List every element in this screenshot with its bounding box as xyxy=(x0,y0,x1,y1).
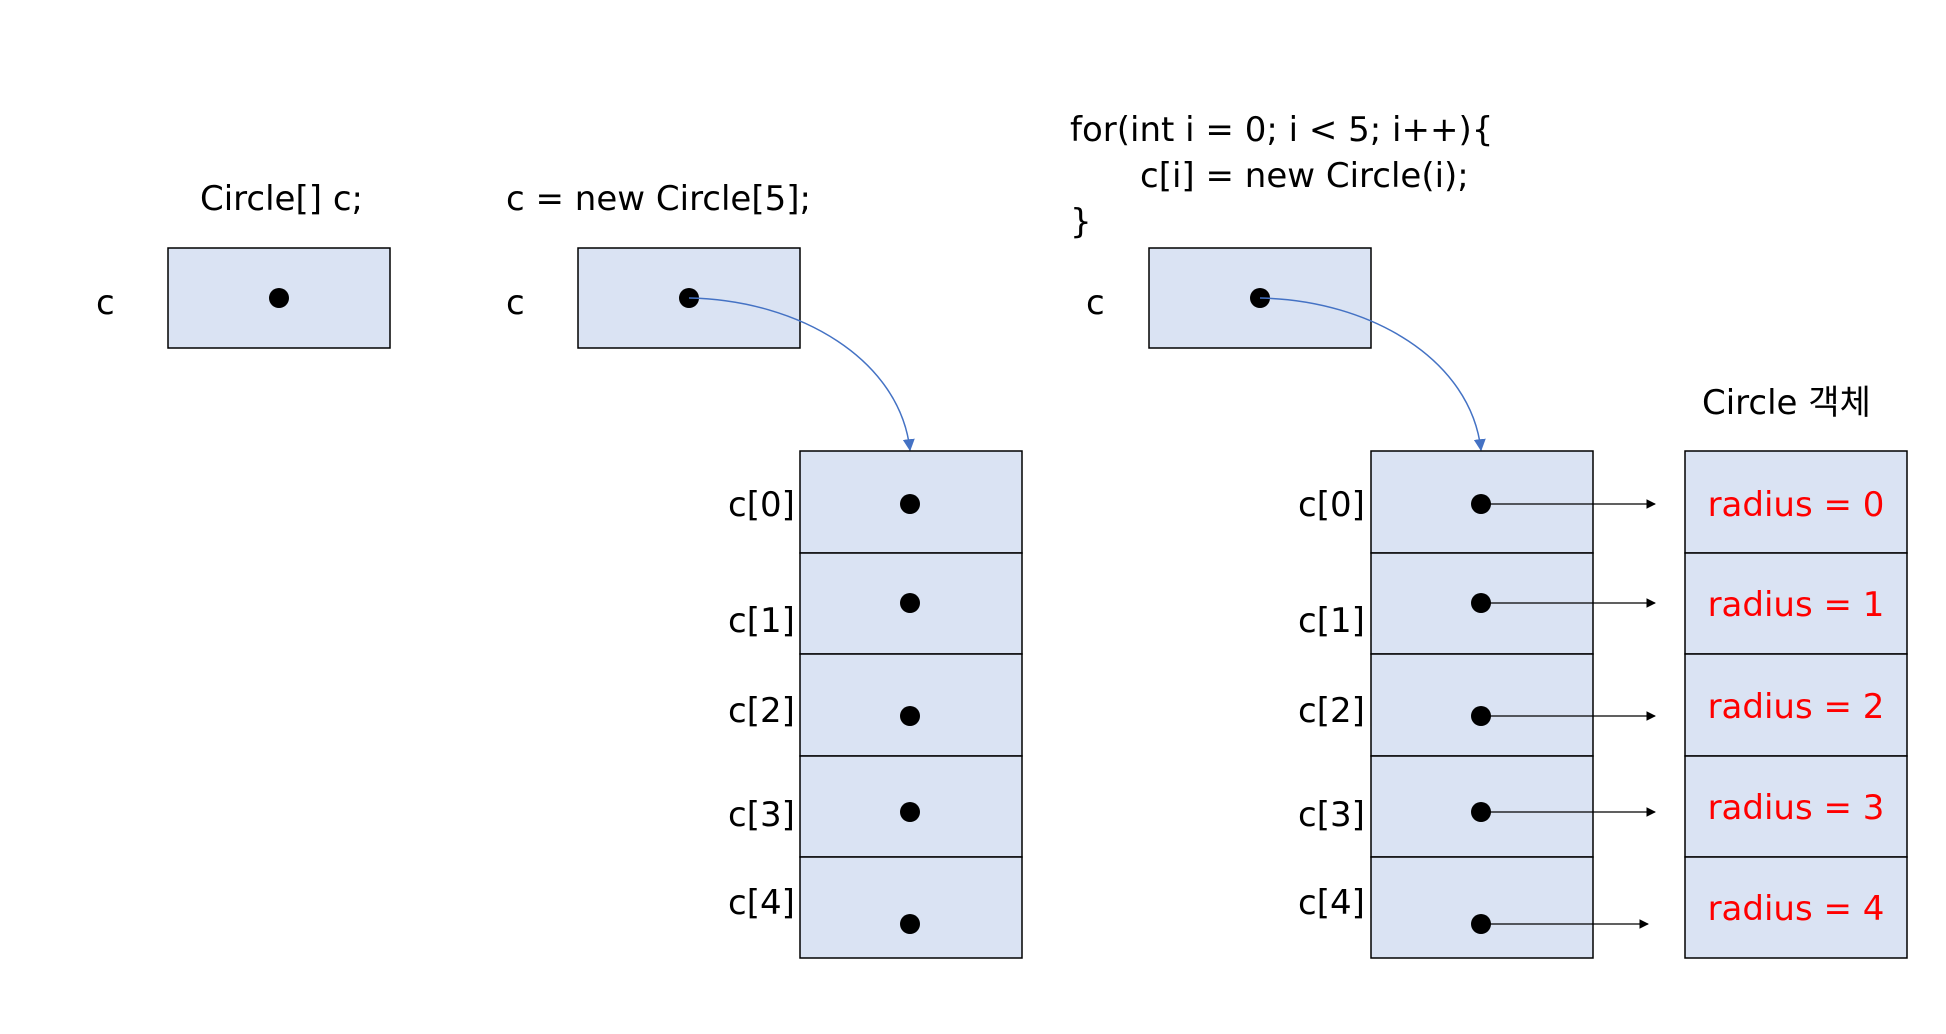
step3-reference-arrow xyxy=(1259,297,1486,452)
step2-reference-arrow xyxy=(688,297,915,452)
step3-code-line-3: } xyxy=(1070,202,1092,242)
step3-array-cell-2 xyxy=(1370,653,1594,757)
circle-object-1 xyxy=(1684,552,1908,655)
circle-object-value-0: radius = 0 xyxy=(1708,485,1885,525)
step2-array-dot-1 xyxy=(900,593,920,613)
step3-index-label-4: c[4] xyxy=(1298,883,1365,923)
step3-array-cell-4 xyxy=(1370,856,1594,959)
step3-code-line-1: for(int i = 0; i < 5; i++){ xyxy=(1070,110,1493,150)
step3-code-line-2: c[i] = new Circle(i); xyxy=(1140,156,1469,196)
step2-array xyxy=(799,450,1023,959)
step2-array-dot-2 xyxy=(900,706,920,726)
circle-objects: radius = 0 radius = 1 radius = 2 radius … xyxy=(1684,450,1908,959)
step2-index-label-3: c[3] xyxy=(728,795,795,835)
step2-var-label: c xyxy=(506,283,525,323)
circle-object-value-2: radius = 2 xyxy=(1708,687,1885,727)
step2-index-label-2: c[2] xyxy=(728,691,795,731)
circle-object-value-4: radius = 4 xyxy=(1708,889,1885,929)
step3-index-label-1: c[1] xyxy=(1298,601,1365,641)
step2-index-label-4: c[4] xyxy=(728,883,795,923)
circle-object-value-3: radius = 3 xyxy=(1708,788,1885,828)
step2-array-cell-4 xyxy=(799,856,1023,959)
step1-code: Circle[] c; xyxy=(200,179,363,219)
step3-var-label: c xyxy=(1086,283,1105,323)
step3-object-creation: for(int i = 0; i < 5; i++){ c[i] = new C… xyxy=(1070,110,1908,959)
circle-object-4 xyxy=(1684,856,1908,959)
step2-code: c = new Circle[5]; xyxy=(506,179,811,219)
step3-index-label-3: c[3] xyxy=(1298,795,1365,835)
object-title: Circle 객체 xyxy=(1702,383,1871,423)
circle-object-3 xyxy=(1684,755,1908,858)
circle-object-value-1: radius = 1 xyxy=(1708,585,1885,625)
step1-var-label: c xyxy=(96,283,115,323)
step3-index-label-2: c[2] xyxy=(1298,691,1365,731)
step2-array-cell-2 xyxy=(799,653,1023,757)
step1-null-dot xyxy=(269,288,289,308)
step2-index-label-1: c[1] xyxy=(728,601,795,641)
step1-declaration: Circle[] c; c xyxy=(96,179,391,349)
circle-object-0 xyxy=(1684,450,1908,554)
step2-array-dot-4 xyxy=(900,914,920,934)
step2-array-dot-3 xyxy=(900,802,920,822)
step2-array-dot-0 xyxy=(900,494,920,514)
step2-allocation: c = new Circle[5]; c c[0] c[1] c[2] c[3]… xyxy=(506,179,1023,959)
step2-index-label-0: c[0] xyxy=(728,485,795,525)
step3-index-label-0: c[0] xyxy=(1298,485,1365,525)
step3-array xyxy=(1370,450,1594,959)
circle-object-2 xyxy=(1684,653,1908,757)
